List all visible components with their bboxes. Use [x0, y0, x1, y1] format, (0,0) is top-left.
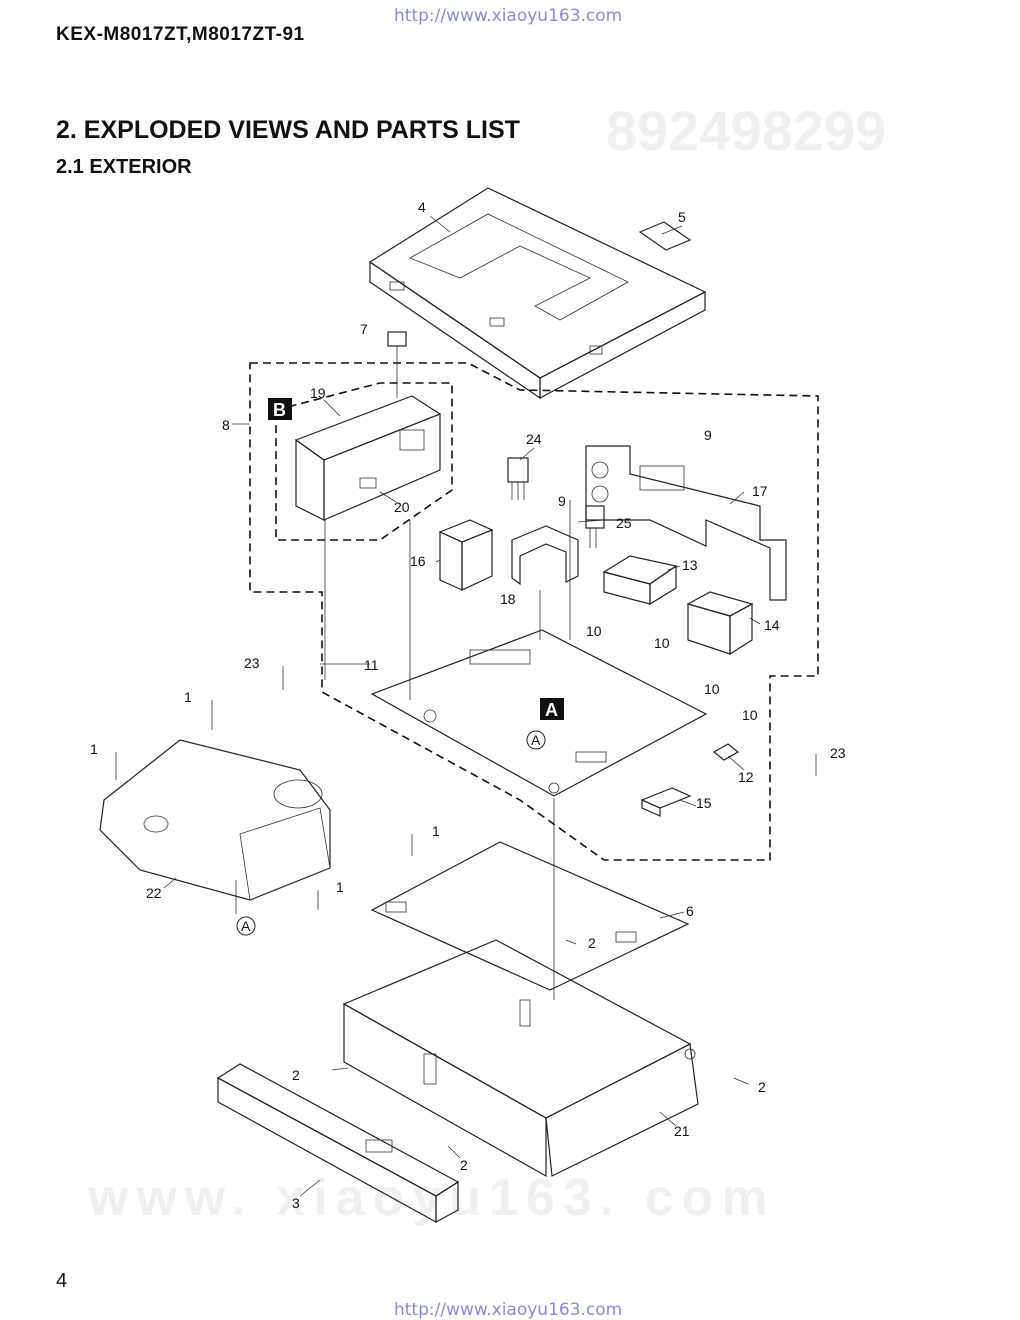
- block-label-b-box: [268, 398, 292, 420]
- part-label-17: 17: [752, 483, 768, 499]
- shield-18: [511, 525, 579, 586]
- part-label-12: 12: [738, 769, 754, 785]
- block-label-a-box: [540, 698, 564, 720]
- top-cover: [368, 187, 707, 400]
- part-label-2-upper: 2: [588, 935, 596, 951]
- part-label-24: 24: [526, 431, 542, 447]
- part-label-1-left: 1: [90, 741, 98, 757]
- part-label-2-right: 2: [758, 1079, 766, 1095]
- part-label-15: 15: [696, 795, 712, 811]
- insulator-sheet: [370, 841, 690, 991]
- part-label-20: 20: [394, 499, 410, 515]
- heat-sink-bracket: [585, 445, 787, 601]
- front-panel: [216, 1063, 460, 1224]
- chassis-frame: [342, 798, 699, 1178]
- model-number: KEX-M8017ZT,M8017ZT-91: [56, 24, 305, 45]
- part-label-1-top: 1: [184, 689, 192, 705]
- label-plate: [638, 221, 692, 251]
- connector-15: [640, 787, 692, 817]
- leader-lines: [115, 215, 817, 1197]
- part-label-14: 14: [764, 617, 780, 633]
- part-label-9-lower: 9: [558, 493, 566, 509]
- part-label-23-left: 23: [244, 655, 260, 671]
- section-title: 2. EXPLODED VIEWS AND PARTS LIST: [56, 116, 520, 144]
- transistor-25: [585, 505, 605, 548]
- connector-13: [602, 555, 678, 606]
- watermark-top: 892498299: [606, 99, 887, 162]
- part-label-23-right: 23: [830, 745, 846, 761]
- assembly-boundary: [249, 362, 819, 861]
- pcb-board: [294, 395, 442, 521]
- footer-url: http://www.xiaoyu163.com: [394, 1300, 623, 1320]
- transistor-24: [507, 457, 529, 500]
- part-label-13: 13: [682, 557, 698, 573]
- part-label-10-a: 10: [586, 623, 602, 639]
- block-label-b: B: [273, 400, 286, 420]
- part-label-10-b: 10: [654, 635, 670, 651]
- part-label-3: 3: [292, 1195, 300, 1211]
- cushion-block: [387, 331, 407, 398]
- connector-14: [686, 591, 754, 656]
- part-label-21: 21: [674, 1123, 690, 1139]
- part-label-18: 18: [500, 591, 516, 607]
- page-number: 4: [56, 1270, 68, 1292]
- clip-12: [712, 743, 740, 761]
- part-label-19: 19: [310, 385, 326, 401]
- chassis-plate-a: [370, 629, 708, 797]
- part-label-1-lower: 1: [336, 879, 344, 895]
- reference-circle-a: A: [526, 730, 546, 750]
- coil-16: [438, 519, 494, 591]
- part-label-10-d: 10: [742, 707, 758, 723]
- part-label-4: 4: [418, 199, 426, 215]
- part-label-6: 6: [686, 903, 694, 919]
- block-b-boundary: [275, 382, 453, 541]
- part-label-9-upper: 9: [704, 427, 712, 443]
- header-url: http://www.xiaoyu163.com: [394, 6, 623, 26]
- part-label-22: 22: [146, 885, 162, 901]
- reference-a-label: A: [531, 732, 541, 748]
- part-label-1-mid: 1: [432, 823, 440, 839]
- part-label-7: 7: [360, 321, 368, 337]
- part-label-5: 5: [678, 209, 686, 225]
- part-label-2-bottom: 2: [460, 1157, 468, 1173]
- part-label-16: 16: [410, 553, 426, 569]
- part-label-2-left: 2: [292, 1067, 300, 1083]
- block-label-a: A: [545, 700, 558, 720]
- part-label-11: 11: [364, 657, 379, 673]
- reference-circle-a-lower: A: [236, 916, 256, 936]
- reference-a-label-lower: A: [241, 918, 251, 934]
- part-label-25: 25: [616, 515, 632, 531]
- section-subtitle: 2.1 EXTERIOR: [56, 156, 192, 178]
- mechanism-22: [99, 739, 331, 914]
- part-label-8: 8: [222, 417, 230, 433]
- part-label-10-c: 10: [704, 681, 720, 697]
